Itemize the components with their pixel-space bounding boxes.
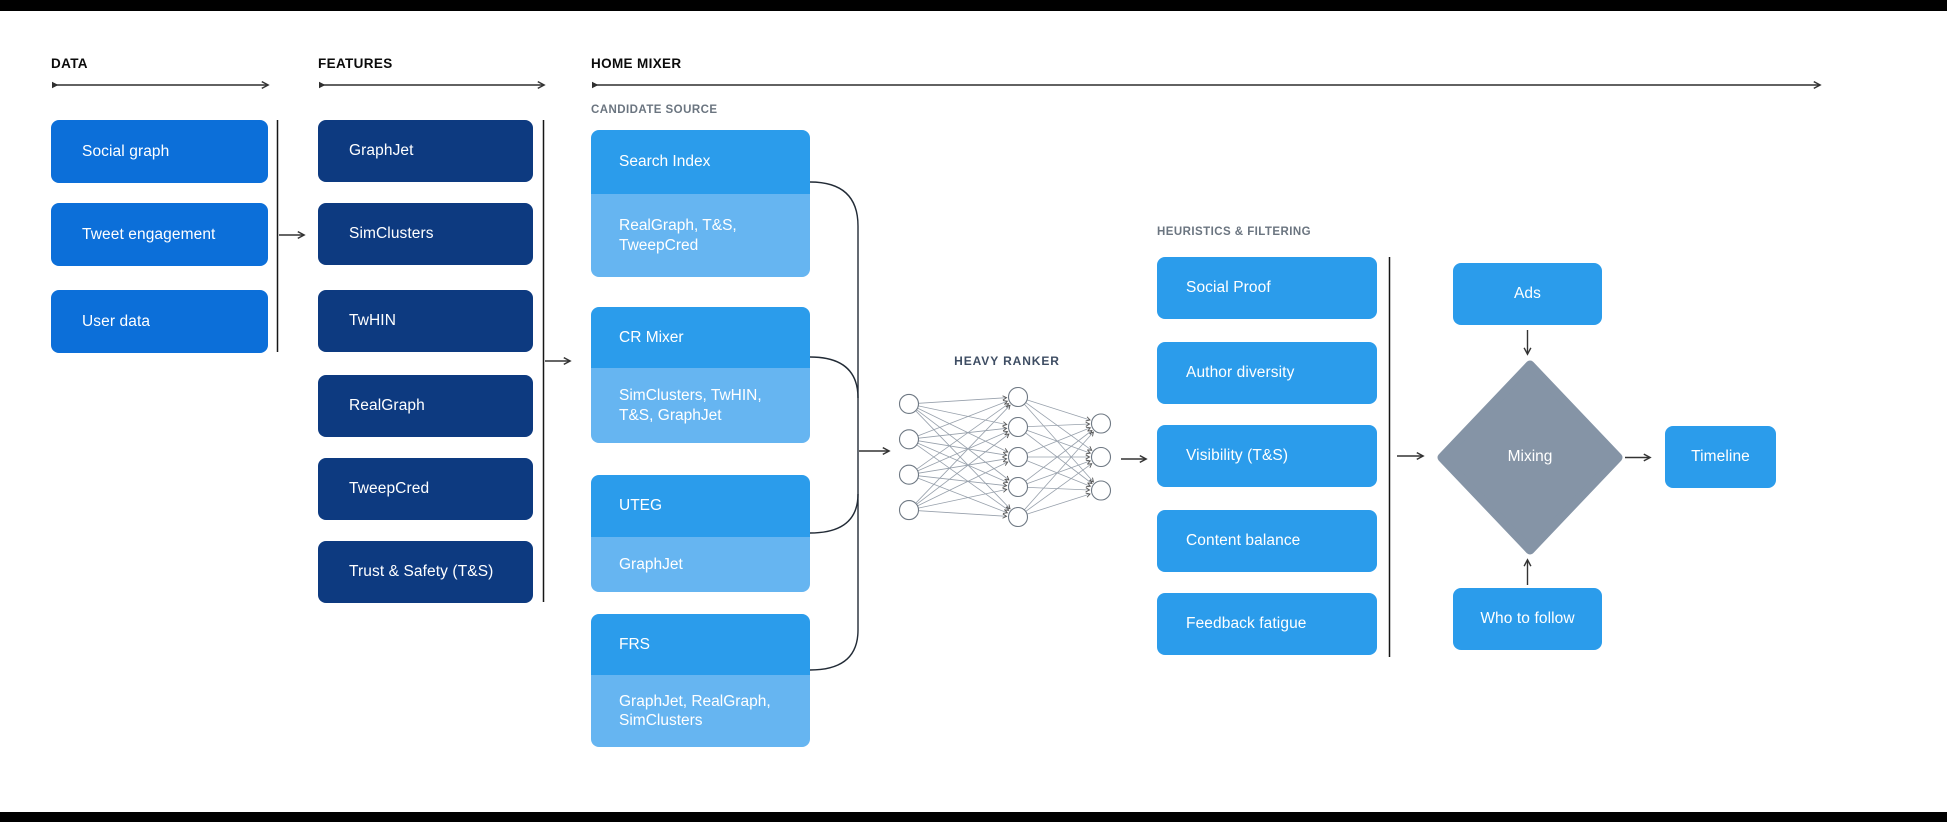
net-edge bbox=[917, 461, 1009, 507]
node-timeline: Timeline bbox=[1665, 426, 1776, 488]
node-search-index: Search Index RealGraph, T&S, TweepCred bbox=[591, 130, 810, 277]
bottom-letterbox-bar bbox=[0, 812, 1947, 822]
net-edge bbox=[918, 510, 1008, 519]
net-edge bbox=[915, 410, 1011, 510]
net-edge bbox=[1026, 429, 1092, 455]
net-edge bbox=[1025, 402, 1093, 451]
net-edge bbox=[1026, 492, 1091, 515]
net-edge bbox=[918, 456, 1008, 474]
node-trust-safety: Trust & Safety (T&S) bbox=[318, 541, 533, 603]
net-edge bbox=[1024, 431, 1094, 511]
candidate-title: FRS bbox=[591, 614, 810, 675]
net-edge bbox=[918, 426, 1008, 439]
net-edge bbox=[916, 409, 1010, 481]
node-ads: Ads bbox=[1453, 263, 1602, 325]
node-simclusters: SimClusters bbox=[318, 203, 533, 265]
top-letterbox-bar bbox=[0, 0, 1947, 11]
net-edge bbox=[1026, 426, 1092, 454]
node-realgraph: RealGraph bbox=[318, 375, 533, 437]
net-edge bbox=[916, 444, 1010, 511]
net-edge bbox=[1025, 429, 1093, 482]
neural-network bbox=[898, 386, 1112, 528]
node-mixing-label: Mixing bbox=[1507, 448, 1553, 465]
net-edge bbox=[1025, 432, 1093, 485]
net-node bbox=[1007, 476, 1029, 498]
net-node bbox=[1007, 446, 1029, 468]
net-edge bbox=[917, 477, 1009, 514]
net-edge bbox=[916, 433, 1010, 505]
uteg-connector bbox=[809, 493, 859, 534]
net-edge bbox=[1026, 399, 1091, 422]
candidate-features: RealGraph, T&S, TweepCred bbox=[591, 194, 810, 277]
features-column-header: FEATURES bbox=[318, 56, 393, 71]
data-column-header: DATA bbox=[51, 56, 88, 71]
node-frs: FRS GraphJet, RealGraph, SimClusters bbox=[591, 614, 810, 747]
net-edge bbox=[915, 404, 1011, 504]
net-edge bbox=[918, 405, 1008, 427]
net-edge bbox=[918, 487, 1008, 509]
net-node bbox=[898, 393, 920, 414]
node-tweepcred: TweepCred bbox=[318, 458, 533, 520]
candidate-title: Search Index bbox=[591, 130, 810, 194]
net-edge bbox=[1027, 421, 1091, 427]
node-social-proof: Social Proof bbox=[1157, 257, 1377, 319]
candidate-title: CR Mixer bbox=[591, 307, 810, 368]
net-edge bbox=[1026, 459, 1092, 485]
net-edge bbox=[1025, 463, 1093, 512]
net-edge bbox=[918, 440, 1008, 458]
net-edge bbox=[1024, 403, 1094, 483]
net-edge bbox=[917, 400, 1009, 437]
net-edge bbox=[917, 430, 1009, 472]
node-visibility: Visibility (T&S) bbox=[1157, 425, 1377, 487]
node-feedback-fatigue: Feedback fatigue bbox=[1157, 593, 1377, 655]
node-user-data: User data bbox=[51, 290, 268, 353]
net-node bbox=[1090, 413, 1112, 434]
net-edge bbox=[918, 395, 1008, 404]
candidate-features: GraphJet bbox=[591, 537, 810, 592]
node-author-diversity: Author diversity bbox=[1157, 342, 1377, 404]
net-node bbox=[1007, 416, 1029, 438]
node-who-to-follow: Who to follow bbox=[1453, 588, 1602, 650]
frs-connector bbox=[809, 629, 859, 671]
heuristics-filtering-label: HEURISTICS & FILTERING bbox=[1157, 226, 1312, 238]
search-index-connector bbox=[809, 181, 859, 630]
node-tweet-engagement: Tweet engagement bbox=[51, 203, 268, 266]
net-edge bbox=[916, 403, 1010, 470]
net-node bbox=[898, 500, 920, 521]
node-graphjet: GraphJet bbox=[318, 120, 533, 182]
net-edge bbox=[918, 475, 1008, 488]
net-node bbox=[1007, 386, 1029, 408]
net-edge bbox=[917, 442, 1009, 484]
candidate-source-label: CANDIDATE SOURCE bbox=[591, 104, 718, 116]
candidate-features: SimClusters, TwHIN, T&S, GraphJet bbox=[591, 368, 810, 443]
candidate-features: GraphJet, RealGraph, SimClusters bbox=[591, 675, 810, 747]
net-node bbox=[1007, 506, 1029, 528]
node-content-balance: Content balance bbox=[1157, 510, 1377, 572]
candidate-title: UTEG bbox=[591, 475, 810, 537]
node-cr-mixer: CR Mixer SimClusters, TwHIN, T&S, GraphJ… bbox=[591, 307, 810, 443]
net-edge bbox=[1027, 487, 1091, 493]
net-edge bbox=[917, 407, 1009, 453]
node-twhin: TwHIN bbox=[318, 290, 533, 352]
node-social-graph: Social graph bbox=[51, 120, 268, 183]
node-uteg: UTEG GraphJet bbox=[591, 475, 810, 592]
cr-mixer-connector bbox=[809, 356, 859, 399]
heavy-ranker-label: HEAVY RANKER bbox=[954, 354, 1060, 368]
net-edge bbox=[1026, 460, 1092, 488]
net-node bbox=[898, 464, 920, 485]
net-node bbox=[898, 429, 920, 450]
net-node bbox=[1090, 480, 1112, 501]
net-node bbox=[1090, 446, 1112, 468]
home-mixer-column-header: HOME MIXER bbox=[591, 56, 682, 71]
